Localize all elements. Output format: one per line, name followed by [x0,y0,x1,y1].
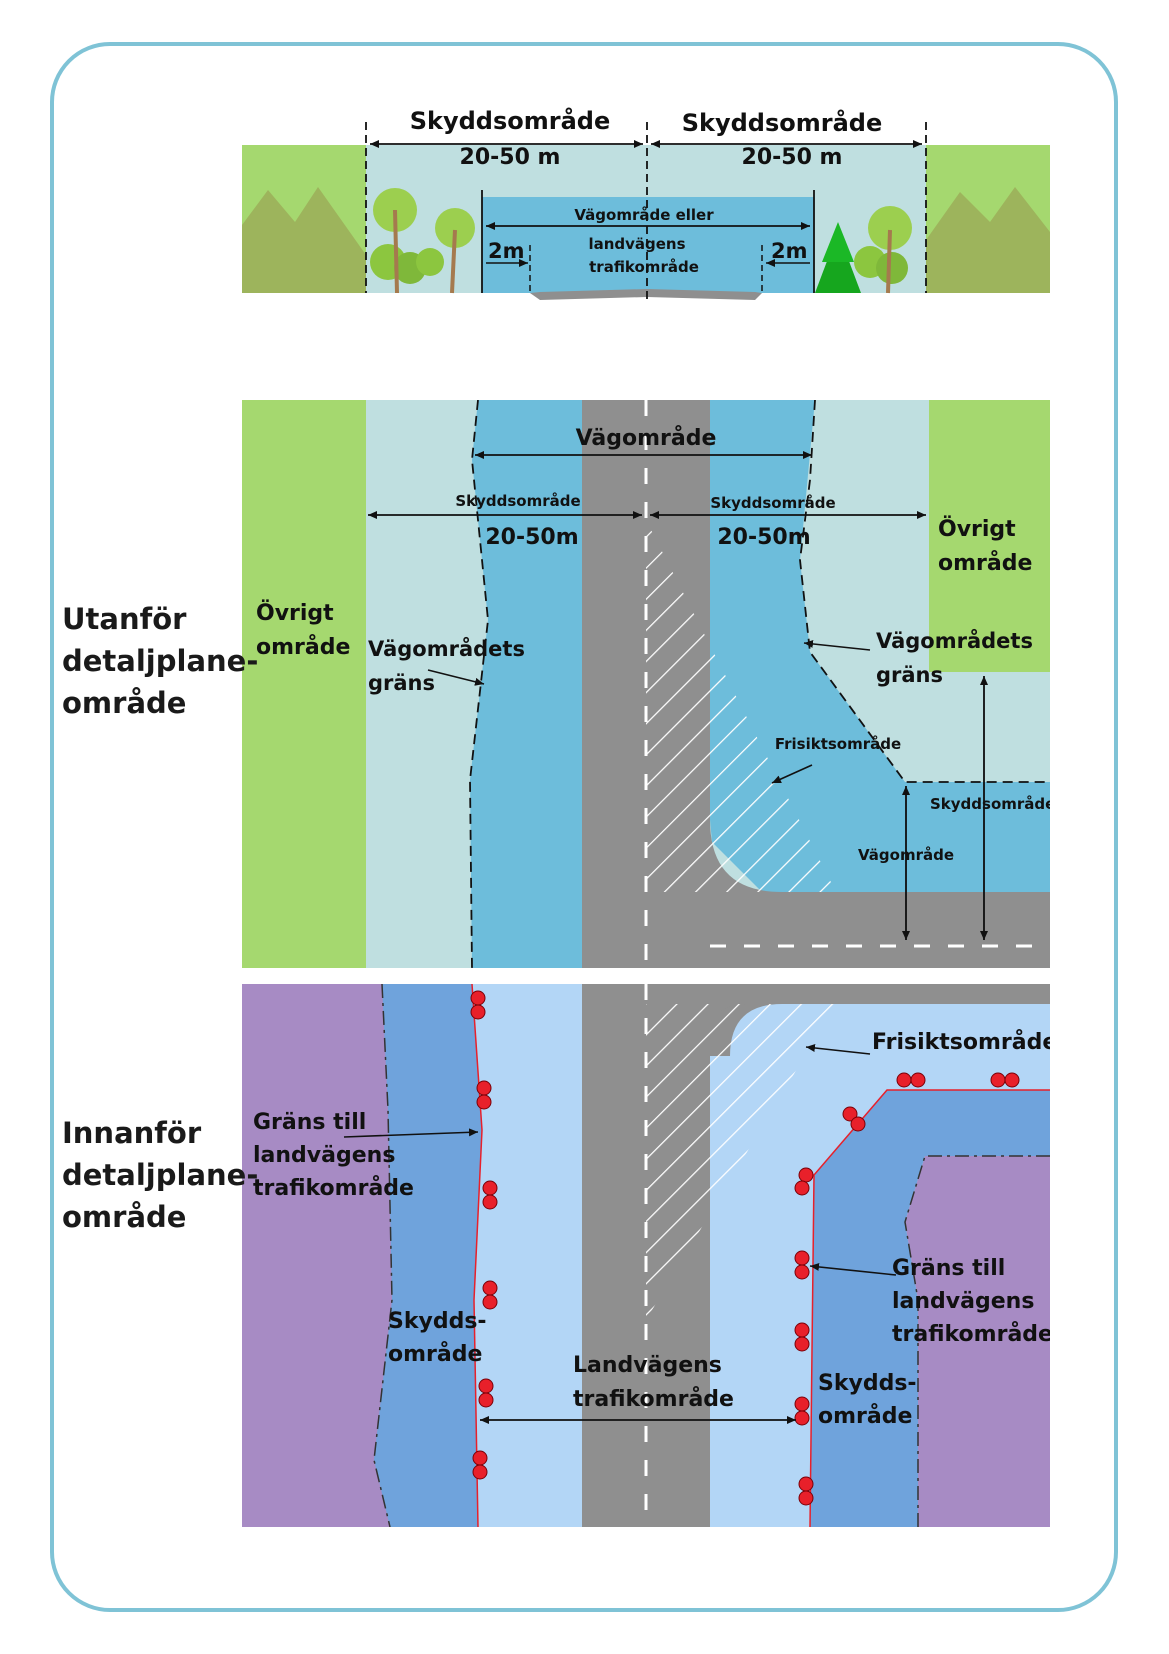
outside-side-road-label: Vägområde [858,846,954,864]
inside-left-border-1: Gräns till [253,1110,366,1135]
outside-boundary-left-2: gräns [368,671,435,695]
inside-traffic-left [472,984,582,1527]
inside-plan: Frisiktsområde Gräns till landvägens tra… [242,984,1057,1527]
outside-left-protect-label: Skyddsområde [455,492,580,510]
outside-green-left [242,400,366,968]
inside-protect-left [374,984,482,1527]
outside-other-right-2: område [938,550,1032,576]
outside-other-right-1: Övrigt [938,516,1016,542]
outside-side-protect-label: Skyddsområde [930,795,1055,813]
cross-section: Skyddsområde 20-50 m Skyddsområde 20-50 … [242,106,1050,300]
cross-road-line3: trafikområde [589,258,699,276]
inside-traffic-2: trafikområde [573,1386,734,1412]
inside-asphalt-horizontal [710,984,1050,1056]
cross-road-line1: Vägområde eller [574,206,714,224]
outside-sight-label: Frisiktsområde [775,735,901,753]
outside-sight-triangle [646,520,836,892]
cross-road-surface [530,289,762,300]
inside-sight-triangle [646,1004,836,1320]
outside-road-area-left [470,400,582,968]
boundary-dots [470,990,1020,1506]
outside-green-right [929,400,1050,672]
inside-left-protect-1: Skydds- [388,1309,487,1334]
outside-road-area-label: Vägområde [576,425,717,451]
rounded-frame [50,42,1118,1612]
inside-purple-right [905,1156,1050,1527]
section-inside-line2: detaljplane- [62,1158,259,1192]
outside-boundary-left-1: Vägområdets [368,636,525,661]
mountain-right [926,187,1050,293]
inside-right-border-2: landvägens [892,1289,1034,1314]
section-inside-line1: Innanför [62,1116,202,1150]
cross-right-title: Skyddsområde [682,108,883,137]
mountain-left [242,187,366,293]
outside-right-protect-label: Skyddsområde [710,494,835,512]
inside-left-border-3: trafikområde [253,1175,414,1201]
outside-right-width-label: 20-50m [717,525,810,550]
cross-left-title: Skyddsområde [410,106,611,135]
inside-protect-right [810,1090,1050,1527]
inside-traffic-1: Landvägens [573,1353,722,1378]
tree-icon [370,188,475,294]
cross-right-margin: 2m [771,239,808,263]
pine-tree-icon [815,206,912,294]
inside-right-border-1: Gräns till [892,1256,1005,1281]
section-outside-line3: område [62,686,187,720]
outside-boundary-right-2: gräns [876,663,943,687]
outside-boundary-right-1: Vägområdets [876,628,1033,653]
section-label-outside: Utanför detaljplane- område [62,598,258,724]
inside-right-protect-1: Skydds- [818,1371,917,1396]
cross-road-line2: landvägens [588,235,685,253]
inside-sight-label: Frisiktsområde [872,1029,1057,1055]
outside-left-width-label: 20-50m [485,525,578,550]
section-outside-line2: detaljplane- [62,644,259,678]
inside-right-border-3: trafikområde [892,1321,1053,1347]
outside-other-left-2: område [256,634,350,660]
section-inside-line3: område [62,1200,187,1234]
inside-left-protect-2: område [388,1341,482,1367]
outside-plan: Vägområde Skyddsområde 20-50m Skyddsområ… [242,400,1055,968]
section-label-inside: Innanför detaljplane- område [62,1112,258,1238]
inside-left-border-2: landvägens [253,1143,395,1168]
inside-right-protect-2: område [818,1403,912,1429]
section-outside-line1: Utanför [62,602,187,636]
cross-right-width: 20-50 m [742,145,843,170]
cross-left-margin: 2m [488,239,525,263]
cross-road-area [482,197,814,293]
outside-other-left-1: Övrigt [256,600,334,626]
cross-left-width: 20-50 m [460,145,561,170]
outside-road-area-right [710,400,1050,892]
